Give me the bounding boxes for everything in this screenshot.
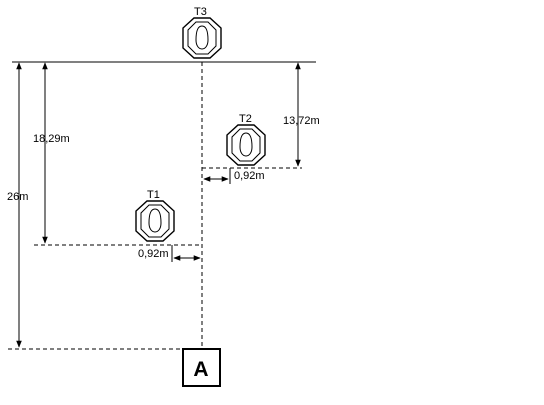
dim-label-t2-offset: 0,92m <box>234 170 265 182</box>
target-t1-label: T1 <box>147 189 160 201</box>
dim-label-total: 26m <box>7 191 28 203</box>
target-t3-label: T3 <box>194 6 207 18</box>
target-t1 <box>135 200 175 242</box>
target-t2 <box>226 124 266 166</box>
target-t3 <box>182 17 222 59</box>
target-t2-label: T2 <box>239 113 252 125</box>
target-t3-icon <box>182 17 222 59</box>
dim-label-t2: 13,72m <box>283 115 320 127</box>
dim-label-t1: 18,29m <box>33 133 70 145</box>
target-t2-icon <box>226 124 266 166</box>
start-box <box>182 348 221 387</box>
start-box-label: A <box>193 358 208 381</box>
target-t1-icon <box>135 200 175 242</box>
dim-label-t1-offset: 0,92m <box>138 248 169 260</box>
